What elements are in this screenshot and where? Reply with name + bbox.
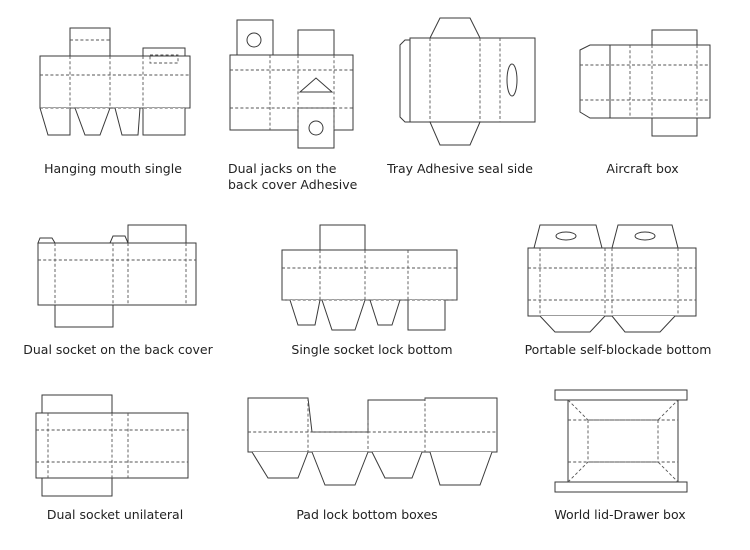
caption-dual-jacks-line2: back cover Adhesive bbox=[228, 177, 358, 192]
caption-aircraft-box: Aircraft box bbox=[606, 161, 679, 176]
caption-world-lid-drawer-box: World lid-Drawer box bbox=[554, 507, 686, 522]
caption-portable-self-blockade-bottom: Portable self-blockade bottom bbox=[524, 342, 712, 357]
dieline-hanging-mouth-single bbox=[39, 27, 191, 136]
dieline-world-lid-drawer-box bbox=[554, 389, 688, 493]
caption-single-socket-lock-bottom: Single socket lock bottom bbox=[291, 342, 453, 357]
dieline-dual-socket-unilateral bbox=[35, 394, 189, 497]
dieline-aircraft-box bbox=[579, 29, 711, 137]
dieline-portable-self-blockade-bottom bbox=[527, 224, 697, 333]
dieline-pad-lock-bottom-boxes bbox=[247, 397, 498, 486]
caption-pad-lock-bottom-boxes: Pad lock bottom boxes bbox=[296, 507, 438, 522]
dieline-dual-socket-back-cover bbox=[37, 224, 197, 328]
caption-hanging-mouth-single: Hanging mouth single bbox=[44, 161, 182, 176]
caption-dual-socket-unilateral: Dual socket unilateral bbox=[46, 507, 184, 522]
dieline-tray-adhesive-seal-side bbox=[399, 17, 536, 146]
caption-tray-adhesive-seal-side: Tray Adhesive seal side bbox=[387, 161, 533, 176]
dieline-single-socket-lock-bottom bbox=[281, 224, 458, 331]
caption-dual-socket-back-cover: Dual socket on the back cover bbox=[23, 342, 213, 357]
dieline-dual-jacks-back-cover bbox=[229, 19, 354, 149]
caption-dual-jacks-line1: Dual jacks on the bbox=[228, 161, 337, 176]
